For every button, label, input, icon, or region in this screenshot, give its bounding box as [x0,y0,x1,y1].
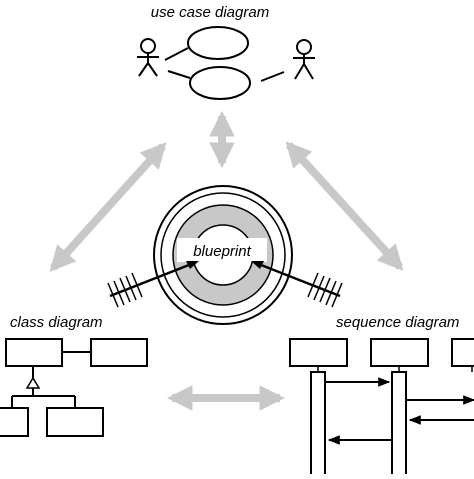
use-case-ellipse-bottom [189,66,251,100]
class-box [0,407,29,437]
arrow-left-icon [107,261,199,308]
actor-right-icon [293,39,315,80]
lifeline-head [451,338,474,367]
inheritance-triangle-icon [25,376,41,389]
activation-bar [310,371,326,479]
actor-left-icon [137,38,159,77]
class-box [5,338,63,367]
activation-bar [391,371,407,479]
connectors [49,110,404,411]
bullseye-target-icon: blueprint [153,185,293,325]
use-case-diagram-label: use case diagram [151,4,269,21]
lifeline-head [370,338,429,367]
blueprint-label: blueprint [193,243,251,260]
association-line [167,70,191,79]
arrow-right-icon [251,261,343,308]
sequence-diagram: sequence diagram [289,314,474,479]
lifeline-head [289,338,348,367]
sequence-diagram-label: sequence diagram [336,314,459,331]
connector-top-right [285,141,404,271]
class-box [90,338,148,367]
association-line [260,71,285,82]
class-diagram: class diagram [0,314,148,437]
connector-top-left [49,142,167,272]
use-case-ellipse-top [187,26,249,60]
blueprint-label-bg [177,238,267,262]
association-line [164,47,189,61]
class-diagram-label: class diagram [10,314,103,331]
class-box [46,407,104,437]
use-case-diagram: use case diagram [137,4,315,100]
